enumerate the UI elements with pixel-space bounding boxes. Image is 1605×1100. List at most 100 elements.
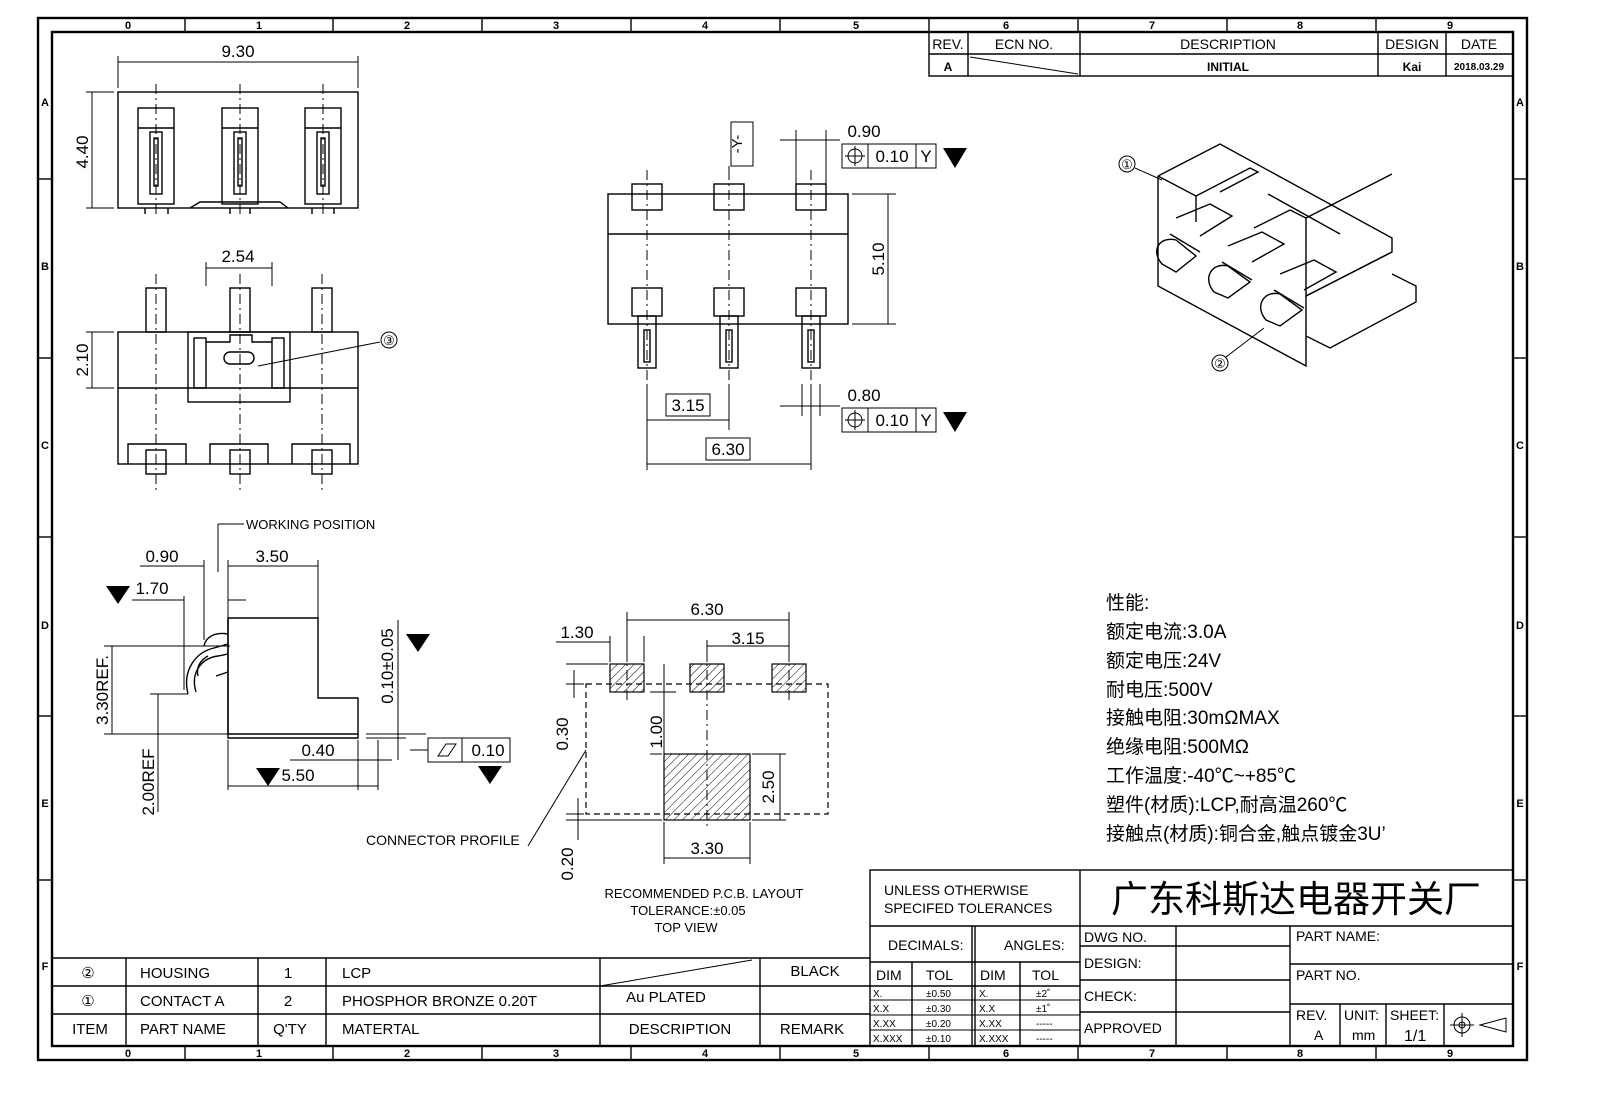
zone-row-a-right: A (1516, 97, 1524, 109)
dec-tol-0: ±0.50 (926, 989, 951, 1000)
zone-row-e: E (41, 798, 48, 810)
pcb-caption-2: TOLERANCE:±0.05 (630, 903, 745, 918)
spec-line-1: 额定电流:3.0A (1106, 621, 1227, 643)
fcf-top-tolerance: 0.10 (875, 147, 908, 166)
side-view: WORKING POSITION 0.90 3.50 1.70 3.30REF.… (93, 517, 511, 816)
design-label: DESIGN: (1084, 955, 1142, 971)
ang-dim-1: X.X (979, 1004, 995, 1015)
dec-dim-1: X.X (873, 1004, 889, 1015)
zone-row-c-right: C (1516, 440, 1524, 452)
zone-row-a: A (41, 97, 49, 109)
zone-col-6-bottom: 6 (1003, 1048, 1009, 1060)
ang-tol-1: ±1˚ (1036, 1003, 1050, 1015)
zone-col-2-bottom: 2 (404, 1048, 410, 1060)
bom-header-item: ITEM (72, 1021, 108, 1038)
pcb-caption-1: RECOMMENDED P.C.B. LAYOUT (605, 886, 804, 901)
front-view: -Y- 0.90 0.10 Y 5.10 0.80 0.10 Y 3.15 6.… (607, 121, 967, 470)
spec-line-6: 工作温度:-40℃~+85℃ (1106, 765, 1296, 787)
ang-dim-0: X. (979, 989, 988, 1000)
bom-row2-material: PHOSPHOR BRONZE 0.20T (342, 993, 537, 1010)
sheet-value: 1/1 (1404, 1028, 1426, 1045)
zone-row-f: F (42, 961, 49, 973)
zone-row-b: B (41, 261, 49, 273)
unit-value: mm (1352, 1027, 1375, 1043)
dim-side-200ref: 2.00REF (139, 748, 158, 815)
rev-header-date: DATE (1461, 36, 1497, 52)
rev-row-description: INITIAL (1207, 60, 1249, 74)
tol-header-dec: TOL (926, 967, 953, 983)
pcb-dim-130: 1.30 (560, 623, 593, 642)
dim-front-080: 0.80 (847, 386, 880, 405)
zone-col-7: 7 (1149, 20, 1155, 32)
bom-row2-item: ① (81, 993, 94, 1010)
zone-col-9: 9 (1447, 20, 1453, 32)
dim-front-height: 5.10 (869, 242, 888, 275)
rev-row-design: Kai (1403, 60, 1422, 74)
datum-y: -Y- (729, 135, 746, 154)
dim-front-pitch: 3.15 (671, 396, 704, 415)
dec-dim-2: X.XX (873, 1019, 896, 1030)
zone-col-5: 5 (853, 20, 859, 32)
fcf-bottom-tolerance: 0.10 (875, 411, 908, 430)
pcb-layout: 6.30 1.30 3.15 0.30 1.00 2.50 3.30 0.20 … (366, 600, 829, 935)
zone-col-0-bottom: 0 (125, 1048, 131, 1060)
dec-dim-3: X.XXX (873, 1034, 903, 1045)
zone-col-8: 8 (1297, 20, 1303, 32)
rev-header-rev: REV. (932, 36, 963, 52)
bom-row2-description: Au PLATED (626, 989, 706, 1006)
tol-header-1: UNLESS OTHERWISE (884, 882, 1028, 898)
spec-line-0: 性能: (1106, 592, 1149, 614)
rev-header-description: DESCRIPTION (1180, 36, 1276, 52)
check-label: CHECK: (1084, 988, 1137, 1004)
spec-notes: 性能: 额定电流:3.0A 额定电压:24V 耐电压:500V 接触电阻:30m… (1106, 592, 1386, 845)
rev-header-ecn: ECN NO. (995, 36, 1053, 52)
zone-row-d: D (41, 620, 49, 632)
zone-row-c: C (41, 440, 49, 452)
dim-front-090: 0.90 (847, 122, 880, 141)
approved-label: APPROVED (1084, 1020, 1162, 1036)
unit-label: UNIT: (1344, 1007, 1379, 1023)
bom-header-material: MATERTAL (342, 1021, 420, 1038)
ang-dim-2: X.XX (979, 1019, 1002, 1030)
bom-header-name: PART NAME (140, 1021, 226, 1038)
pcb-dim-330: 3.30 (690, 839, 723, 858)
top-view: 9.30 4.40 (73, 42, 359, 216)
bom-row1-item: ② (81, 965, 94, 982)
zone-row-b-right: B (1516, 261, 1524, 273)
dec-tol-3: ±0.10 (926, 1034, 951, 1045)
connector-profile-label: CONNECTOR PROFILE (366, 832, 520, 848)
spec-line-7: 塑件(材质):LCP,耐高温260℃ (1106, 794, 1347, 816)
sheet-label: SHEET: (1390, 1007, 1439, 1023)
rev-row-date: 2018.03.29 (1454, 62, 1504, 73)
zone-row-d-right: D (1516, 620, 1524, 632)
dim-side-040: 0.40 (301, 741, 334, 760)
dwg-no-label: DWG NO. (1084, 929, 1147, 945)
bom-header-qty: Q'TY (273, 1021, 307, 1038)
ang-tol-3: ----- (1036, 1034, 1053, 1045)
dim-header-ang: DIM (980, 967, 1006, 983)
bom-header-remark: REMARK (780, 1021, 844, 1038)
bom-row1-remark: BLACK (790, 963, 839, 980)
dim-side-090: 0.90 (145, 547, 178, 566)
tol-header-ang: TOL (1032, 967, 1059, 983)
balloon-2: ② (1214, 356, 1226, 371)
zone-col-5-bottom: 5 (853, 1048, 859, 1060)
zone-col-1: 1 (256, 20, 262, 32)
balloon-3: ③ (383, 333, 395, 348)
dec-dim-0: X. (873, 989, 882, 1000)
part-no-label: PART NO. (1296, 967, 1361, 983)
company-name: 广东科斯达电器开关厂 (1111, 879, 1481, 920)
zone-col-7-bottom: 7 (1149, 1048, 1155, 1060)
dim-bottom-height: 2.10 (73, 343, 92, 376)
fcf-top-datum: Y (920, 147, 931, 166)
rev-value: A (1314, 1027, 1324, 1043)
zone-row-f-right: F (1517, 961, 1524, 973)
zone-col-0: 0 (125, 20, 131, 32)
rev-label: REV. (1296, 1007, 1327, 1023)
dim-front-span: 6.30 (711, 440, 744, 459)
zone-col-6: 6 (1003, 20, 1009, 32)
pcb-dim-630: 6.30 (690, 600, 723, 619)
title-block: UNLESS OTHERWISE SPECIFED TOLERANCES DEC… (869, 869, 1514, 1047)
zone-col-2: 2 (404, 20, 410, 32)
